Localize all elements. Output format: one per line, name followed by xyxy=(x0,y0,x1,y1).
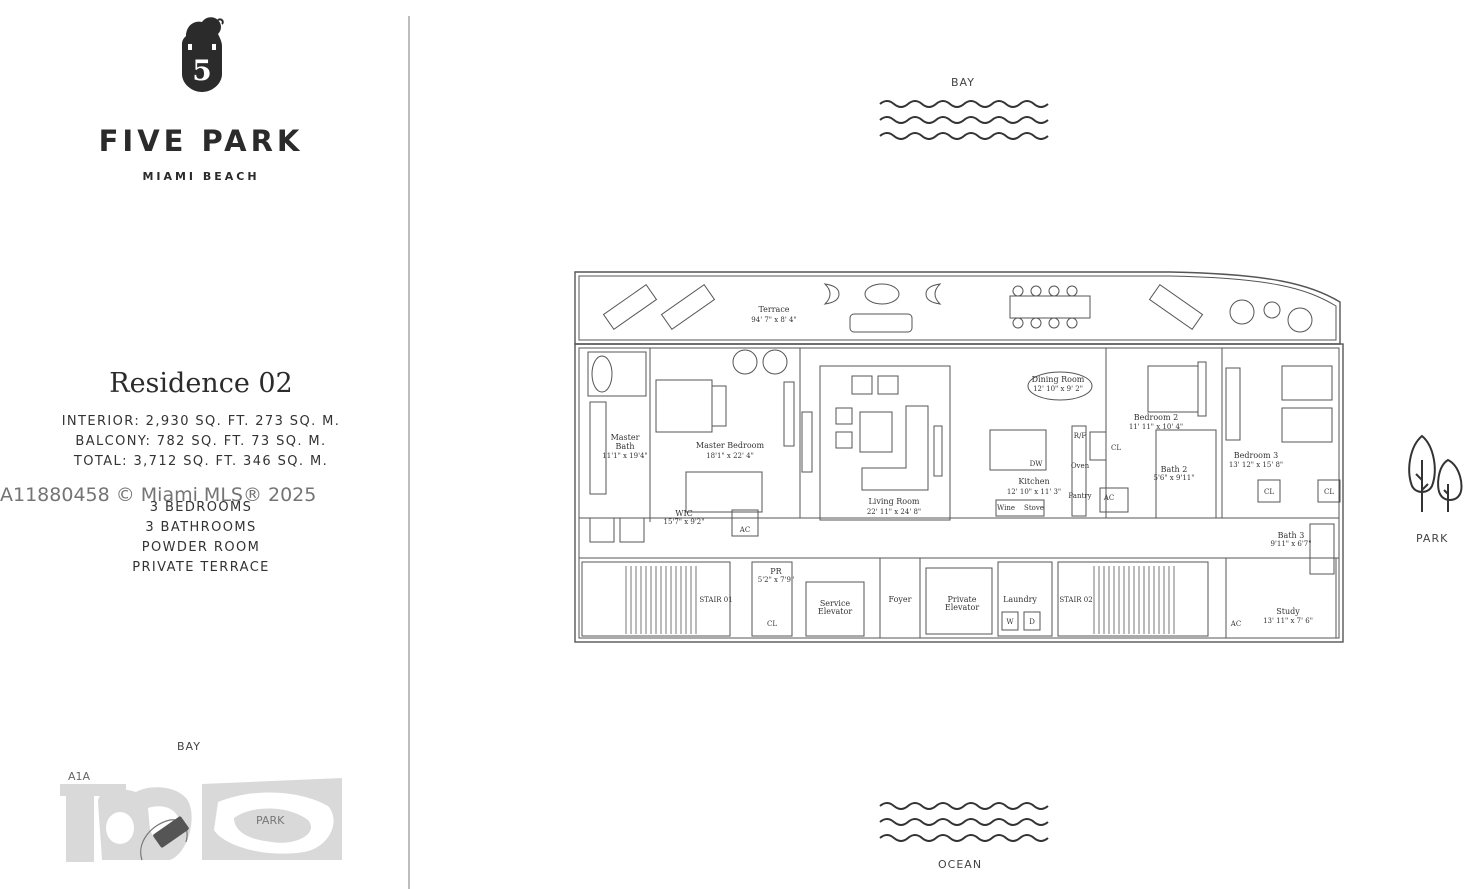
dining-room-label: Dining Room xyxy=(1032,375,1085,384)
ocean-label: OCEAN xyxy=(938,858,983,871)
closet-kitchen: CL xyxy=(1111,444,1121,452)
site-location-map: A1A PARK xyxy=(60,770,342,862)
site-map-park-label: PARK xyxy=(256,814,285,827)
pantry-label: Pantry xyxy=(1068,492,1091,500)
study-dims: 13' 11" x 7' 6" xyxy=(1263,617,1313,625)
bath-3-dims: 9'11" x 6'7" xyxy=(1271,540,1312,548)
bedroom-3-label: Bedroom 3 xyxy=(1234,451,1278,460)
stair-01-steps xyxy=(625,566,697,634)
living-room-dims: 22' 11" x 24' 8" xyxy=(867,508,921,516)
terrace-label: Terrace xyxy=(758,305,789,314)
laundry-label: Laundry xyxy=(1003,595,1037,604)
powder-room-dims: 5'2" x 7'9" xyxy=(758,576,795,584)
feature-bedrooms: 3 BEDROOMS xyxy=(149,500,253,515)
wic-label: WIC xyxy=(675,509,693,518)
bay-label: BAY xyxy=(951,76,975,89)
private-elevator-label-2: Elevator xyxy=(945,603,979,612)
closet-bedroom-3-a: CL xyxy=(1264,488,1274,496)
kitchen-label: Kitchen xyxy=(1018,477,1049,486)
study-label: Study xyxy=(1276,607,1300,616)
ac-kitchen: AC xyxy=(1103,494,1114,502)
residence-title: Residence 02 xyxy=(109,368,293,399)
master-bath-dims: 11'1" x 19'4" xyxy=(602,452,647,460)
stair-02-steps xyxy=(1093,566,1175,634)
brand-name: FIVE PARK xyxy=(98,124,304,158)
interior-area: INTERIOR: 2,930 SQ. FT. 273 SQ. M. xyxy=(61,414,341,429)
living-room-label: Living Room xyxy=(868,497,919,506)
elephant-logo-icon: 5 xyxy=(182,17,224,92)
terrace-dims: 94' 7" x 8' 4" xyxy=(751,316,796,324)
ocean-waves-icon xyxy=(879,802,1049,842)
stove-label: Stove xyxy=(1024,504,1044,512)
bath-2-label: Bath 2 xyxy=(1161,465,1188,474)
ac-master: AC xyxy=(739,526,750,534)
bedroom-2-dims: 11' 11" x 10' 4" xyxy=(1129,423,1183,431)
private-elevator-label: Private xyxy=(947,595,976,604)
info-panel: 5 FIVE PARK MIAMI BEACH Residence 02 INT… xyxy=(0,0,408,889)
floor-plan: Terrace 94' 7" x 8' 4" Master Bath 11'1"… xyxy=(574,271,1344,643)
bath-2-dims: 5'6" x 9'11" xyxy=(1154,474,1195,482)
kitchen-dims: 12' 10" x 11' 3" xyxy=(1007,488,1061,496)
master-bedroom-dims: 18'1" x 22' 4" xyxy=(706,452,754,460)
mls-watermark: A11880458 © Miami MLS® 2025 xyxy=(0,484,317,506)
site-map-road-label: A1A xyxy=(68,770,91,783)
stair-01-label: STAIR 01 xyxy=(699,596,732,604)
feature-bathrooms: 3 BATHROOMS xyxy=(145,520,257,535)
area-specs: INTERIOR: 2,930 SQ. FT. 273 SQ. M. BALCO… xyxy=(0,412,402,472)
feature-powder-room: POWDER ROOM xyxy=(141,540,261,555)
service-elevator-label: Service xyxy=(820,599,851,608)
master-bath-label-2: Bath xyxy=(615,442,634,451)
oven-label: Oven xyxy=(1071,462,1090,470)
balcony-area: BALCONY: 782 SQ. FT. 73 SQ. M. xyxy=(75,434,327,449)
ac-study: AC xyxy=(1230,620,1241,628)
total-area: TOTAL: 3,712 SQ. FT. 346 SQ. M. xyxy=(73,454,329,469)
feature-terrace: PRIVATE TERRACE xyxy=(132,560,270,575)
park-label: PARK xyxy=(1416,532,1449,545)
bay-waves-icon xyxy=(879,100,1049,140)
bedroom-2-label: Bedroom 2 xyxy=(1134,413,1178,422)
brand-location: MIAMI BEACH xyxy=(142,170,260,183)
master-bedroom-label: Master Bedroom xyxy=(696,441,765,450)
wic-dims: 15'7" x 9'2" xyxy=(664,518,705,526)
refrigerator-label: R/F xyxy=(1074,432,1087,440)
feature-list: 3 BEDROOMS 3 BATHROOMS POWDER ROOM PRIVA… xyxy=(0,498,402,578)
bedroom-3-dims: 13' 12" x 15' 8" xyxy=(1229,461,1283,469)
panel-divider xyxy=(408,16,410,889)
service-elevator-label-2: Elevator xyxy=(818,607,852,616)
logo-numeral: 5 xyxy=(192,54,211,87)
dryer-label: D xyxy=(1029,618,1035,626)
stair-02-label: STAIR 02 xyxy=(1059,596,1092,604)
closet-core: CL xyxy=(767,620,777,628)
dining-room-dims: 12' 10" x 9' 2" xyxy=(1033,385,1083,393)
dishwasher-label: DW xyxy=(1030,460,1044,468)
wine-label: Wine xyxy=(997,504,1015,512)
park-trees-icon xyxy=(1408,434,1463,512)
closet-bedroom-3-b: CL xyxy=(1324,488,1334,496)
foyer-label: Foyer xyxy=(888,595,911,604)
master-bath-label: Master xyxy=(611,433,640,442)
site-map-bay-label: BAY xyxy=(177,740,201,753)
bath-3-label: Bath 3 xyxy=(1278,531,1305,540)
washer-label: W xyxy=(1006,618,1014,626)
powder-room-label: PR xyxy=(770,567,782,576)
